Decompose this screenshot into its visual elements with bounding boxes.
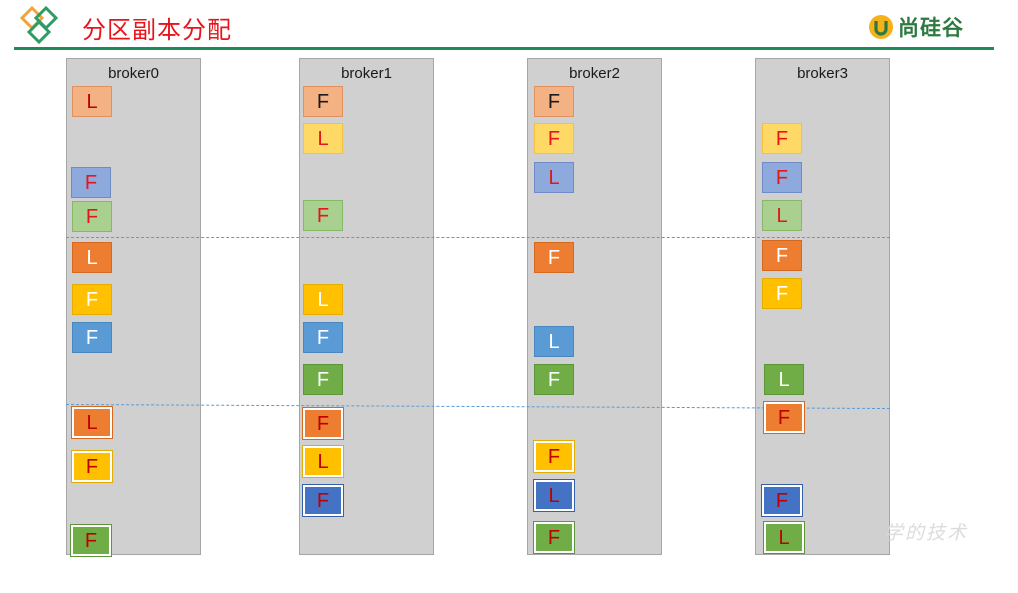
group-divider-1 — [66, 237, 890, 238]
replica-role: L — [778, 368, 790, 391]
replica-box: F — [72, 284, 112, 315]
replica-box: L — [534, 326, 574, 357]
replica-box: F — [303, 364, 343, 395]
replica-role: F — [775, 489, 789, 512]
replica-box: F — [303, 200, 343, 231]
replica-role: F — [316, 204, 330, 227]
replica-role: F — [775, 282, 789, 305]
replica-role: L — [548, 330, 560, 353]
replica-role: L — [317, 450, 329, 473]
replica-box: L — [762, 200, 802, 231]
replica-role: F — [547, 368, 561, 391]
replica-box: F — [761, 484, 803, 517]
replica-role: F — [547, 445, 561, 468]
brand-logo: 尚硅谷 — [868, 12, 964, 42]
replica-box: L — [303, 123, 343, 154]
replica-box: L — [764, 364, 804, 395]
replica-box: F — [302, 407, 344, 440]
replica-role: F — [775, 244, 789, 267]
replica-box: F — [72, 201, 112, 232]
replica-role: F — [547, 90, 561, 113]
replica-box: F — [302, 484, 344, 517]
replica-box: L — [303, 284, 343, 315]
replica-role: F — [316, 90, 330, 113]
replica-box: F — [534, 242, 574, 273]
brand-name: 尚硅谷 — [898, 16, 964, 40]
replica-box: F — [534, 364, 574, 395]
replica-role: F — [85, 288, 99, 311]
replica-role: F — [84, 171, 98, 194]
replica-box: F — [303, 86, 343, 117]
replica-box: F — [534, 123, 574, 154]
replica-box: F — [533, 440, 575, 473]
replica-box: L — [71, 406, 113, 439]
replica-role: F — [84, 529, 98, 552]
replica-role: L — [776, 204, 788, 227]
brand-u-icon — [869, 15, 893, 39]
replica-role: L — [778, 526, 790, 549]
replica-box: L — [72, 86, 112, 117]
replica-role: L — [86, 90, 98, 113]
replica-role: F — [775, 166, 789, 189]
replica-box: F — [71, 450, 113, 483]
replica-role: F — [547, 246, 561, 269]
replica-box: F — [763, 401, 805, 434]
replica-role: L — [86, 411, 98, 434]
broker-label: broker2 — [569, 65, 620, 82]
replica-box: F — [72, 322, 112, 353]
replica-role: L — [317, 288, 329, 311]
replica-role: F — [775, 127, 789, 150]
replica-box: L — [72, 242, 112, 273]
replica-box: F — [762, 162, 802, 193]
diamond-logo-icon — [19, 5, 59, 45]
replica-box: F — [71, 167, 111, 198]
replica-role: L — [548, 166, 560, 189]
replica-box: L — [533, 479, 575, 512]
broker-label: broker0 — [108, 65, 159, 82]
replica-role: F — [316, 368, 330, 391]
replica-box: L — [534, 162, 574, 193]
replica-role: F — [316, 326, 330, 349]
replica-box: F — [533, 521, 575, 554]
replica-box: F — [762, 123, 802, 154]
replica-role: F — [316, 412, 330, 435]
slide-header: 分区副本分配 尚硅谷 — [0, 0, 1018, 52]
replica-role: F — [777, 406, 791, 429]
broker-label: broker1 — [341, 65, 392, 82]
replica-role: F — [547, 127, 561, 150]
title-underline — [14, 47, 994, 50]
replica-box: F — [762, 278, 802, 309]
replica-box: L — [302, 445, 344, 478]
replica-role: F — [85, 205, 99, 228]
replica-box: F — [534, 86, 574, 117]
replica-role: F — [85, 455, 99, 478]
replica-role: L — [317, 127, 329, 150]
replica-role: F — [547, 526, 561, 549]
replica-role: F — [85, 326, 99, 349]
replica-role: L — [548, 484, 560, 507]
page-title: 分区副本分配 — [82, 16, 232, 44]
replica-box: F — [70, 524, 112, 557]
broker-label: broker3 — [797, 65, 848, 82]
replica-box: F — [303, 322, 343, 353]
replica-role: L — [86, 246, 98, 269]
replica-box: F — [762, 240, 802, 271]
replica-box: L — [763, 521, 805, 554]
replica-role: F — [316, 489, 330, 512]
watermark-text: 学的技术 — [884, 522, 969, 544]
